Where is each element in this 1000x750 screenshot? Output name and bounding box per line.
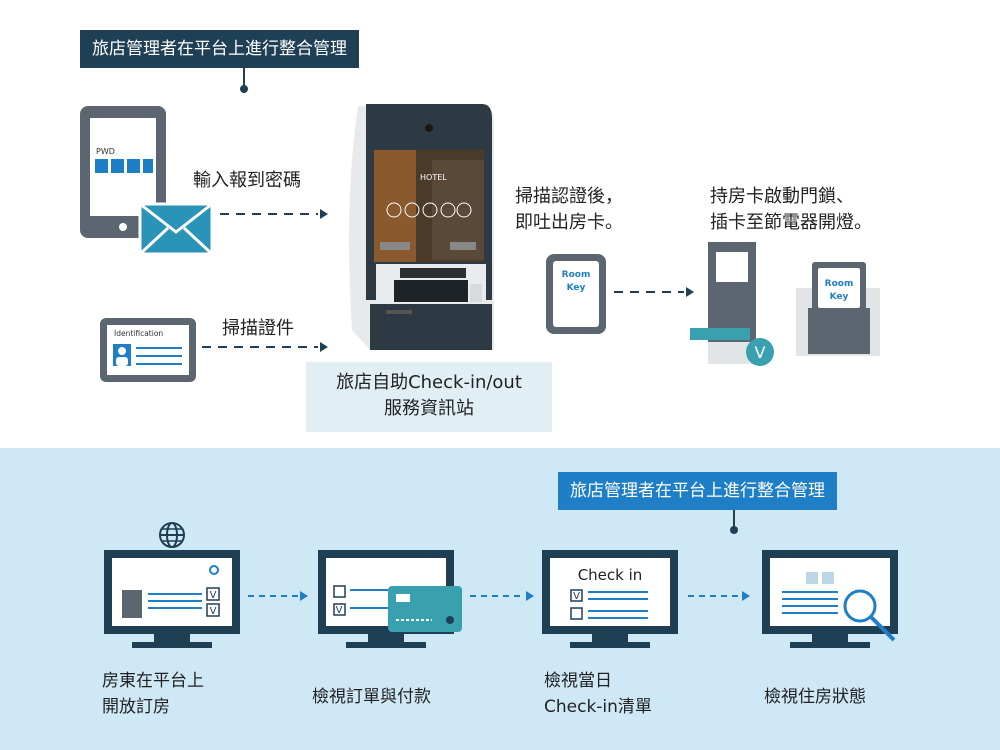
phone-pwd-text: PWD xyxy=(96,147,115,156)
checkbox-mark: V xyxy=(210,606,217,617)
monitor-orders-payment: V xyxy=(318,550,462,648)
bottom-manager-label: 旅店管理者在平台上進行整合管理 xyxy=(558,472,837,510)
id-card-text: Identification xyxy=(114,329,163,338)
room-key-card-icon: Room Key xyxy=(546,254,606,334)
step-1-line1: 房東在平台上 xyxy=(102,671,204,691)
step-1-line2: 開放訂房 xyxy=(102,697,170,717)
magnifier-icon xyxy=(843,589,896,642)
checkin-screen-title: Check in xyxy=(578,566,643,584)
kiosk-caption: 旅店自助Check-in/out 服務資訊站 xyxy=(306,362,552,432)
door-lock-icon: V xyxy=(690,242,774,366)
arrow-right xyxy=(688,591,750,601)
arrow-right xyxy=(470,591,534,601)
step-caption-4: 檢視住房狀態 xyxy=(764,684,866,710)
kiosk-caption-line2: 服務資訊站 xyxy=(384,398,474,419)
credit-card-icon xyxy=(388,586,462,632)
monitor-open-booking: V V xyxy=(104,550,240,648)
scan-issue-line1: 掃描認證後， xyxy=(515,186,623,207)
arrow-right xyxy=(202,342,328,352)
connector-dot xyxy=(240,68,248,93)
step-3-line2: Check-in清單 xyxy=(544,697,652,717)
step-caption-3: 檢視當日 Check-in清單 xyxy=(544,668,652,720)
arrow-right xyxy=(248,591,308,601)
unlock-line1: 持房卡啟動門鎖、 xyxy=(710,186,854,207)
step-caption-1: 房東在平台上 開放訂房 xyxy=(102,668,204,720)
checkbox-mark: V xyxy=(336,605,343,616)
arrow-right xyxy=(614,287,694,297)
globe-icon xyxy=(159,522,185,548)
slot-key-line1: Room xyxy=(825,279,854,289)
id-card-icon: Identification xyxy=(100,318,196,382)
enter-code-caption: 輸入報到密碼 xyxy=(193,170,301,191)
unlock-line2: 插卡至節電器開燈。 xyxy=(710,212,872,233)
top-manager-label: 旅店管理者在平台上進行整合管理 xyxy=(80,30,359,68)
building-icon xyxy=(122,590,142,618)
arrow-right xyxy=(220,209,328,219)
kiosk-icon: HOTEL xyxy=(349,104,494,350)
power-slot-icon: Room Key xyxy=(796,262,880,356)
step-2-line1: 檢視訂單與付款 xyxy=(312,687,431,707)
room-key-line2: Key xyxy=(567,283,586,293)
unlock-caption: 持房卡啟動門鎖、 插卡至節電器開燈。 xyxy=(710,184,872,236)
room-key-line1: Room xyxy=(562,270,591,280)
scan-id-caption: 掃描證件 xyxy=(222,318,294,339)
slot-key-line2: Key xyxy=(830,292,849,302)
scan-issue-caption: 掃描認證後， 即吐出房卡。 xyxy=(515,184,623,236)
scan-issue-line2: 即吐出房卡。 xyxy=(515,212,623,233)
step-caption-2: 檢視訂單與付款 xyxy=(312,684,431,710)
checkbox-mark: V xyxy=(210,590,217,601)
step-3-line1: 檢視當日 xyxy=(544,671,612,691)
verify-mark: V xyxy=(755,343,766,362)
kiosk-brand-text: HOTEL xyxy=(420,173,447,182)
envelope-icon xyxy=(138,202,214,256)
kiosk-caption-line1: 旅店自助Check-in/out xyxy=(336,372,522,393)
checkbox-mark: V xyxy=(573,591,580,602)
monitor-checkin-list: Check in V xyxy=(542,550,678,648)
phone-envelope-icon: PWD xyxy=(80,106,214,256)
connector-dot xyxy=(730,510,738,534)
monitor-room-status xyxy=(762,550,898,648)
gear-icon xyxy=(209,565,219,575)
step-4-line1: 檢視住房狀態 xyxy=(764,687,866,707)
